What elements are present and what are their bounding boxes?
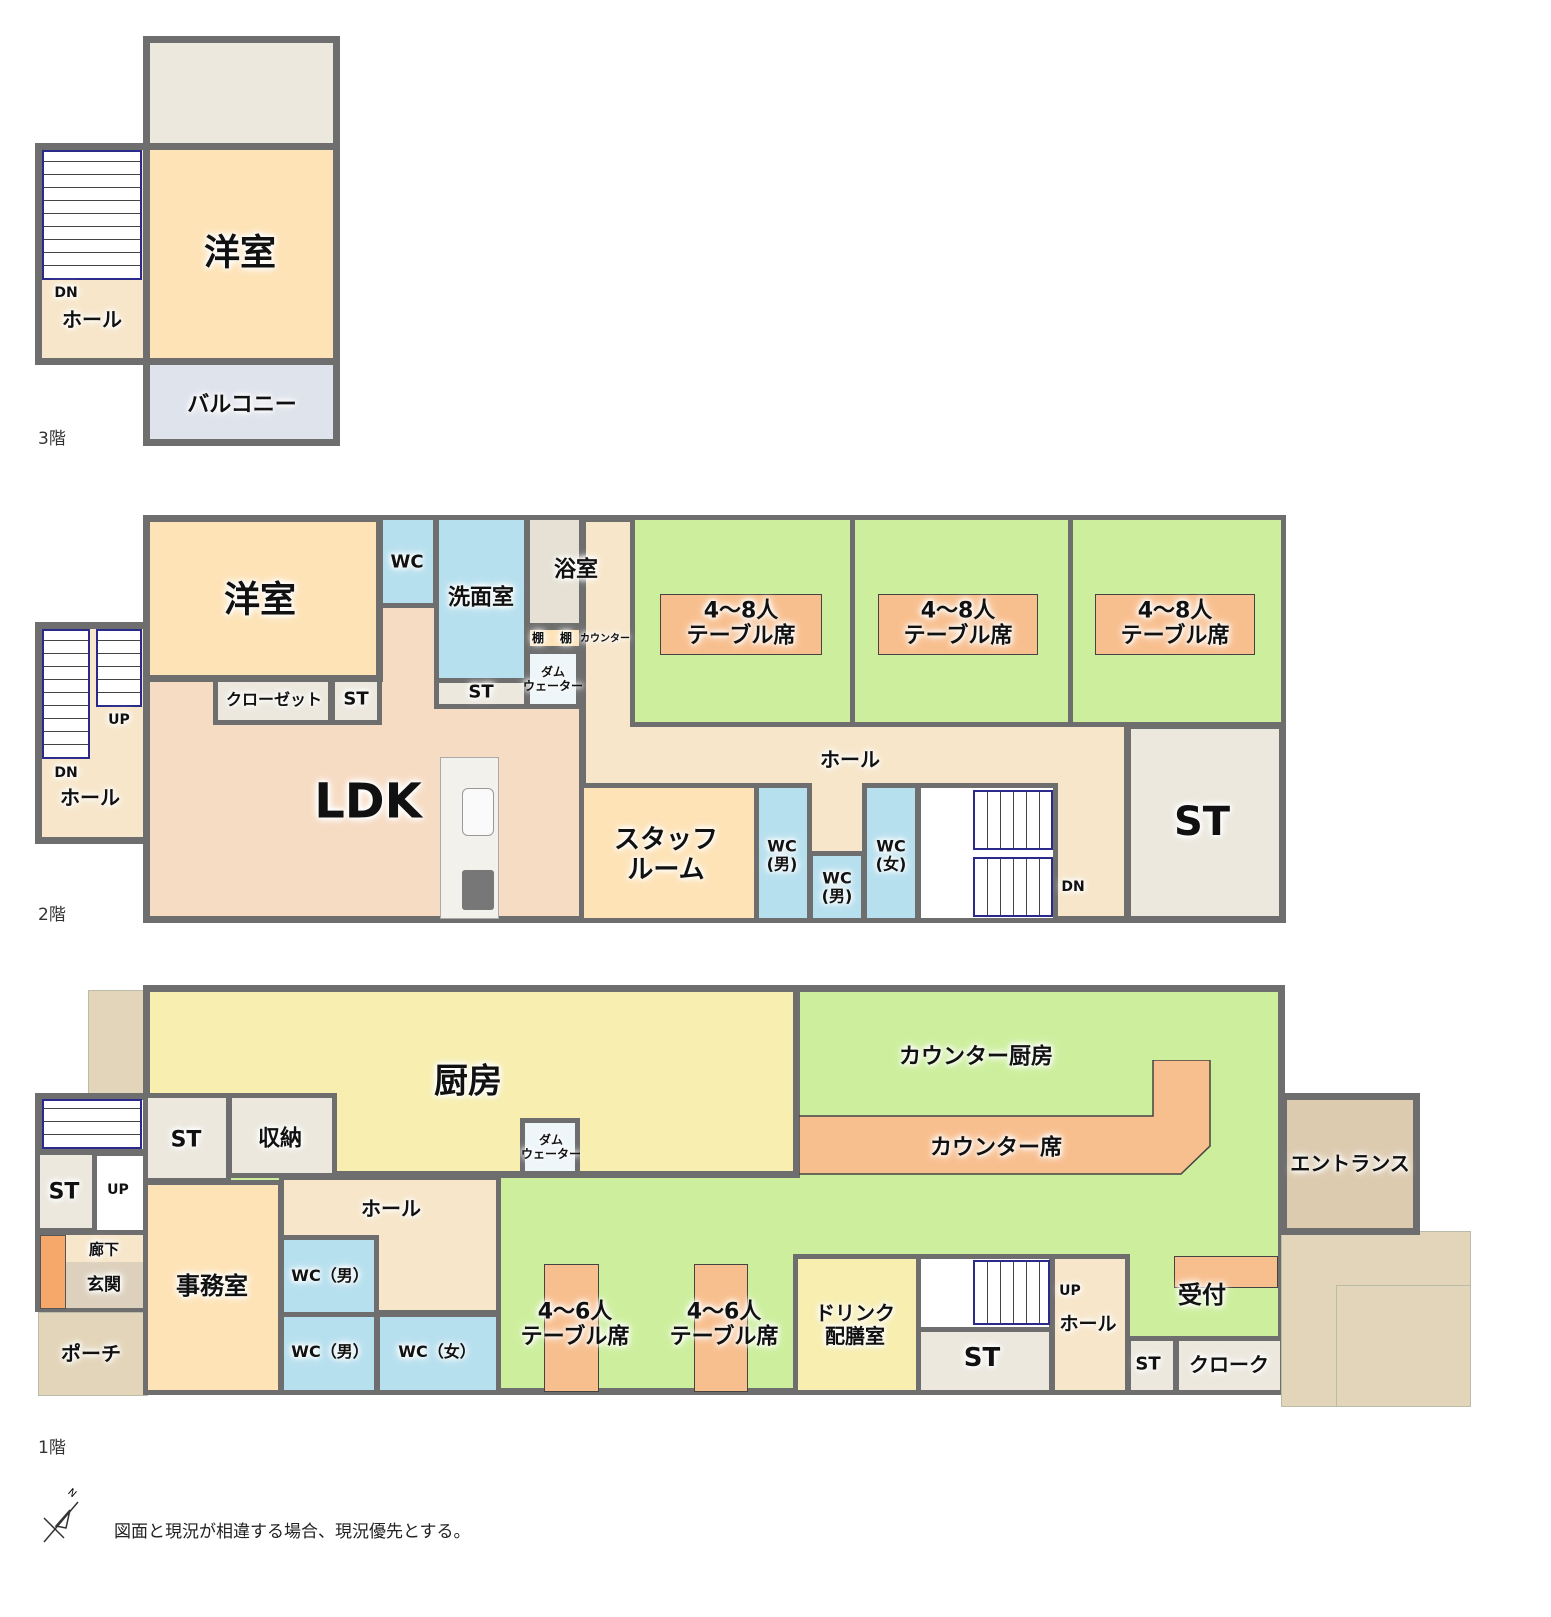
label-2f-hall: ホール (820, 747, 880, 772)
stair-2f-left (42, 629, 90, 759)
stair-1f-left (42, 1099, 142, 1149)
label-2f-st-wash: ST (468, 681, 494, 703)
label-3f-balcony: バルコニー (187, 392, 297, 418)
label-1f-corridor: 廊下 (88, 1240, 120, 1259)
reception-counter (1174, 1256, 1278, 1288)
genkan-floor (66, 1262, 146, 1308)
label-1f-wc-m1: WC（男） (291, 1265, 369, 1285)
label-1f-table-1: 4～6人 テーブル席 (520, 1299, 630, 1350)
room-3f-balcony (143, 358, 340, 446)
label-1f-st-small: ST (1135, 1353, 1161, 1375)
label-2f-shelf1: 棚 (531, 631, 545, 646)
label-1f-reception: 受付 (1178, 1281, 1226, 1310)
label-2f-dn: DN (54, 764, 78, 781)
room-2f-western (143, 515, 383, 682)
label-2f-st-large: ST (1173, 799, 1231, 845)
label-2f-up: UP (108, 711, 130, 728)
room-1f-dumbwaiter (520, 1118, 580, 1176)
stair-3f (42, 150, 142, 280)
label-3f-dn: DN (54, 284, 78, 301)
room-1f-hall-right (1050, 1254, 1130, 1395)
counter-seats-shape (799, 1060, 1211, 1175)
room-2f-dumbwaiter (525, 649, 581, 709)
table-2f-2 (878, 594, 1038, 655)
label-2f-shelf2: 棚 (559, 631, 573, 646)
label-1f-hall: ホール (361, 1196, 421, 1221)
stair-1f-right (973, 1260, 1050, 1325)
floor-2-label: 2階 (38, 905, 66, 925)
room-1f-wc-m2 (279, 1312, 379, 1395)
label-1f-wc-m2: WC（男） (291, 1341, 369, 1361)
room-1f-st-stair (35, 1150, 97, 1233)
room-2f-st-large (1124, 722, 1286, 923)
label-2f-wc-m2: WC (男) (821, 868, 853, 906)
label-2f-wc-m1: WC (男) (766, 836, 798, 874)
label-2f-closet: クローゼット (225, 689, 323, 709)
label-1f-st-stair: ST (48, 1179, 80, 1205)
label-1f-kitchen: 厨房 (434, 1061, 502, 1102)
room-2f-closet (213, 677, 333, 725)
room-1f-office (143, 1180, 283, 1395)
room-1f-wc-f (375, 1312, 501, 1395)
label-2f-st-small: ST (343, 688, 369, 710)
outer-porch-strip (88, 990, 148, 1095)
label-2f-western: 洋室 (223, 579, 297, 621)
disclaimer-note: 図面と現況が相違する場合、現況優先とする。 (114, 1522, 471, 1542)
label-2f-dn2: DN (1061, 878, 1085, 895)
room-1f-porch (38, 1312, 148, 1396)
label-1f-table-2: 4～6人 テーブル席 (669, 1299, 779, 1350)
label-2f-table-2: 4～8人 テーブル席 (903, 598, 1013, 649)
stair-2f-right-lower (973, 857, 1053, 917)
label-2f-counter: カウンター (580, 633, 630, 645)
label-1f-drink: ドリンク 配膳室 (815, 1301, 895, 1348)
label-1f-dumbwaiter: ダム ウェーター (520, 1133, 582, 1161)
floor-3-label: 3階 (38, 429, 66, 449)
label-2f-hall-left: ホール (60, 785, 120, 810)
label-2f-table-1: 4～8人 テーブル席 (686, 598, 796, 649)
label-1f-porch: ポーチ (61, 1341, 121, 1366)
label-1f-genkan: 玄関 (87, 1275, 121, 1296)
label-2f-table-3: 4～8人 テーブル席 (1120, 598, 1230, 649)
label-2f-wc: WC (390, 551, 424, 573)
label-1f-counter-kitchen: カウンター厨房 (898, 1044, 1054, 1070)
floor-1-label: 1階 (38, 1438, 66, 1458)
label-2f-wc-f: WC (女) (875, 836, 907, 874)
label-1f-counter-seats: カウンター席 (929, 1135, 1063, 1161)
stair-2f-right-upper (973, 790, 1053, 850)
room-3f-void (143, 36, 340, 150)
shoe-cabinet (40, 1235, 66, 1309)
table-2f-1 (660, 594, 822, 655)
label-2f-dumbwaiter: ダム ウェーター (522, 665, 584, 693)
stove-icon (462, 870, 494, 910)
outer-approach (1281, 1231, 1471, 1407)
table-1f-1 (544, 1264, 599, 1392)
label-2f-staff: スタッフ ルーム (613, 825, 719, 885)
label-1f-hall-right: ホール (1059, 1313, 1117, 1336)
label-1f-cloak: クローク (1189, 1352, 1269, 1377)
sink-icon (462, 788, 494, 836)
label-1f-up: UP (107, 1181, 129, 1198)
label-1f-office: 事務室 (176, 1272, 248, 1301)
label-1f-st1: ST (170, 1127, 202, 1153)
label-1f-entrance: エントランス (1290, 1151, 1410, 1176)
table-1f-2 (694, 1264, 748, 1392)
label-3f-western: 洋室 (203, 232, 277, 274)
room-2f-st-small (330, 677, 382, 725)
label-1f-wc-f: WC（女） (398, 1341, 476, 1361)
room-1f-drink (793, 1254, 921, 1395)
table-2f-3 (1095, 594, 1255, 655)
room-1f-entrance (1280, 1093, 1420, 1235)
label-2f-washroom: 洗面室 (447, 585, 515, 611)
label-2f-bath: 浴室 (553, 557, 599, 583)
compass-icon: N (40, 1487, 84, 1546)
label-1f-storage: 収納 (257, 1126, 303, 1152)
label-1f-st-mid: ST (963, 1343, 1001, 1374)
label-2f-ldk: LDK (314, 773, 422, 830)
stair-2f-left-up (96, 629, 142, 707)
outer-approach-inner (1336, 1285, 1471, 1407)
label-1f-up2: UP (1059, 1282, 1081, 1299)
label-3f-hall: ホール (62, 307, 122, 332)
